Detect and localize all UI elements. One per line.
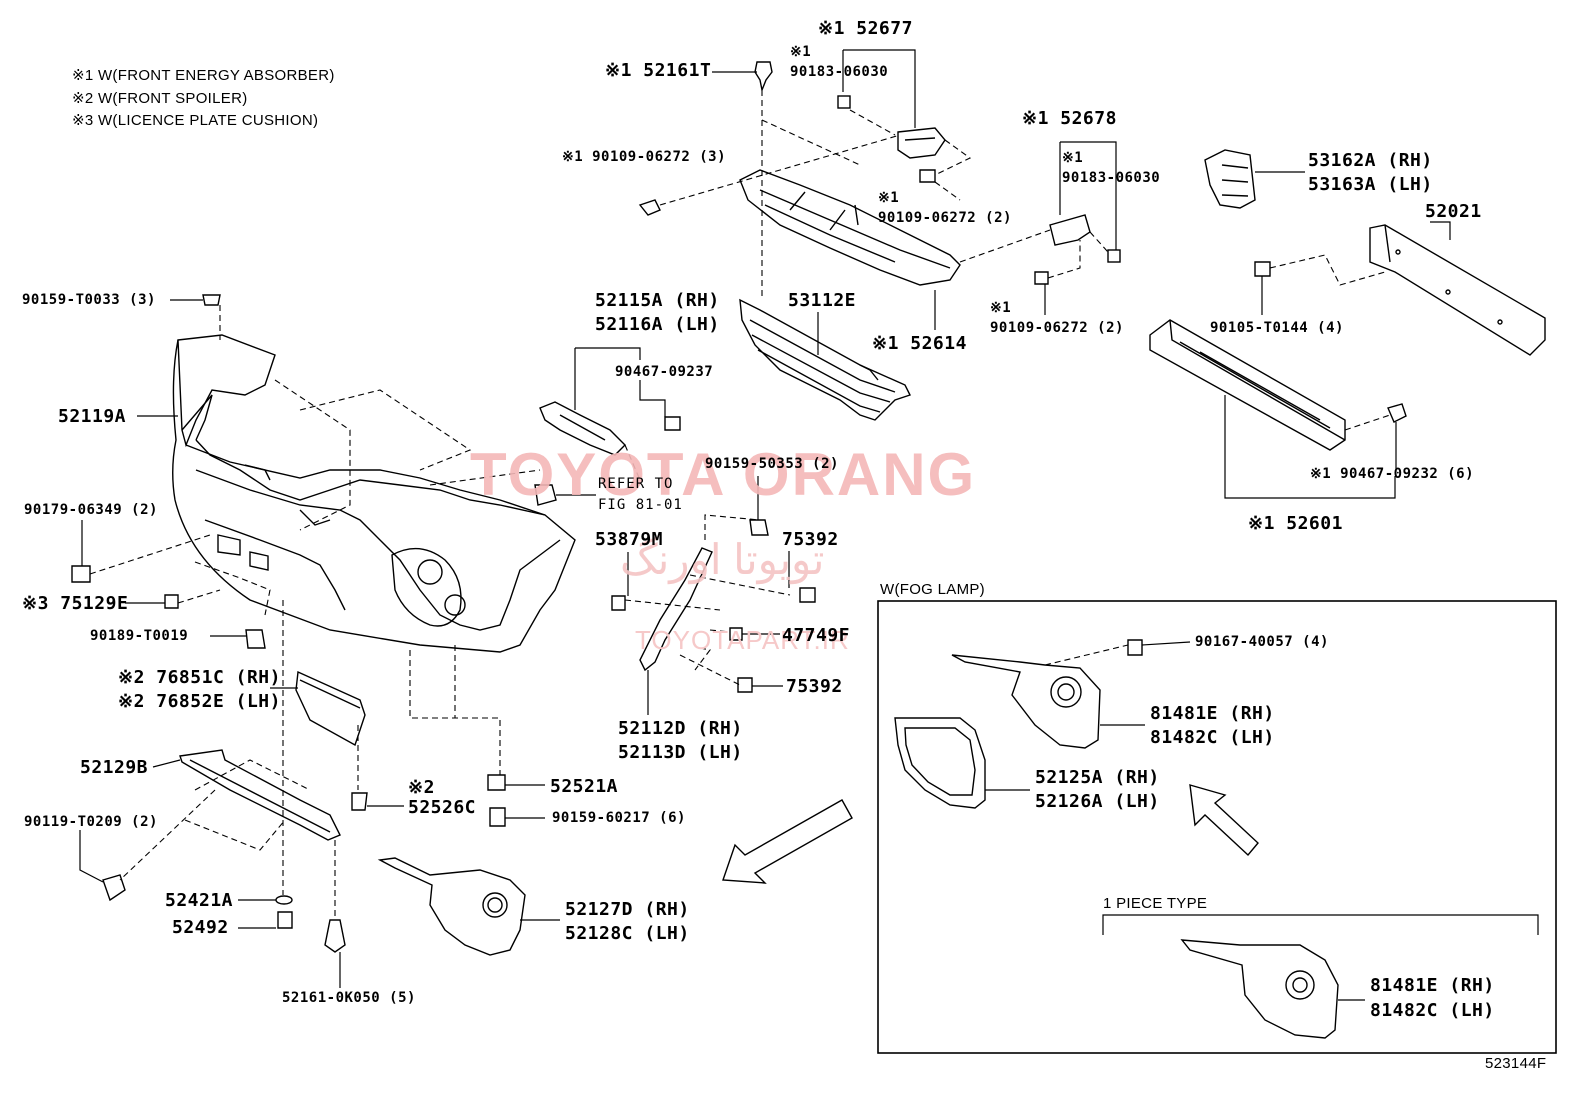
part-label[interactable]: 81482C (LH)	[1370, 1000, 1495, 1021]
part-label[interactable]: 90159-50353 (2)	[705, 456, 839, 472]
part-label[interactable]: 90105-T0144 (4)	[1210, 320, 1344, 336]
note-2: ※2 W(FRONT SPOILER)	[72, 90, 248, 107]
refer-label[interactable]: REFER TO	[598, 476, 674, 492]
part-label[interactable]: 52113D (LH)	[618, 742, 743, 763]
part-label[interactable]: 52128C (LH)	[565, 923, 690, 944]
part-label[interactable]: 52125A (RH)	[1035, 767, 1160, 788]
reinforcement-52021	[1369, 224, 1546, 356]
watermark-farsi: تویوتا اورنگ	[620, 536, 825, 583]
part-label[interactable]: 81481E (RH)	[1370, 975, 1495, 996]
part-label[interactable]: 52161-0K050 (5)	[282, 990, 416, 1006]
part-label[interactable]: 81482C (LH)	[1150, 727, 1275, 748]
fog-lamp-81481E-top	[951, 654, 1101, 749]
part-label[interactable]: 90159-T0033 (3)	[22, 292, 156, 308]
part-label[interactable]: 52421A	[165, 890, 234, 911]
watermark-text: TOYOTA ORANG	[470, 441, 977, 508]
part-label[interactable]: 53163A (LH)	[1308, 174, 1433, 195]
part-label[interactable]: ※2 76851C (RH)	[118, 667, 281, 688]
part-label[interactable]: 90159-60217 (6)	[552, 810, 686, 826]
part-label[interactable]: ※1 52614	[872, 333, 967, 354]
part-label[interactable]: ※1 90183-06030	[1062, 150, 1161, 186]
part-label[interactable]: ※1 52161T	[605, 60, 712, 81]
part-label[interactable]: 52129B	[80, 757, 149, 778]
bracket-52678	[1049, 214, 1121, 263]
part-label[interactable]: 53162A (RH)	[1308, 150, 1433, 171]
side-bracket-52115A	[539, 401, 626, 456]
part-label[interactable]: 52116A (LH)	[595, 314, 720, 335]
watermark-url: TOYOTAPART.IR	[635, 625, 850, 655]
part-label[interactable]: ※1 52601	[1248, 513, 1343, 534]
fasteners	[71, 61, 1407, 953]
part-label[interactable]: ※1 90109-06272 (3)	[562, 149, 727, 165]
bracket-53162A	[1204, 149, 1256, 209]
direction-arrows	[722, 784, 1259, 884]
part-label[interactable]: 90189-T0019	[90, 628, 189, 644]
part-label[interactable]: 47749F	[782, 625, 851, 646]
grille-drawing	[739, 298, 911, 421]
part-label[interactable]: 90467-09237	[615, 364, 714, 380]
part-label[interactable]: 75392	[786, 676, 843, 697]
part-label[interactable]: 52127D (RH)	[565, 899, 690, 920]
assembly-dashed-lines	[89, 90, 1391, 918]
part-label[interactable]: ※2 52526C	[408, 777, 477, 818]
part-label[interactable]: 52112D (RH)	[618, 718, 743, 739]
part-label[interactable]: 90167-40057 (4)	[1195, 634, 1329, 650]
part-label[interactable]: 53879M	[595, 529, 664, 550]
bracket-52677	[837, 95, 946, 159]
piece-type-label: 1 PIECE TYPE	[1103, 895, 1208, 912]
part-label[interactable]: 53112E	[788, 290, 857, 311]
spoiler-76851C	[295, 670, 366, 747]
fog-cover-52127D	[377, 857, 526, 956]
part-label[interactable]: 52119A	[58, 406, 127, 427]
part-label[interactable]: ※2 76852E (LH)	[118, 691, 281, 712]
lower-cover-52129B	[179, 749, 341, 841]
part-label[interactable]: 75392	[782, 529, 839, 550]
refer-label[interactable]: FIG 81-01	[598, 497, 683, 513]
fog-bezel-52125A	[894, 717, 986, 809]
part-label[interactable]: ※1 52677	[818, 18, 913, 39]
part-label[interactable]: 52126A (LH)	[1035, 791, 1160, 812]
energy-absorber-52601	[1149, 319, 1346, 451]
part-label[interactable]: ※1 90109-06272 (2)	[990, 300, 1124, 336]
part-label[interactable]: ※3 75129E	[22, 593, 129, 614]
part-label[interactable]: 90119-T0209 (2)	[24, 814, 158, 830]
figure-code: 523144F	[1485, 1055, 1547, 1072]
trim-strip-52112D	[639, 547, 713, 672]
part-label[interactable]: ※1 90183-06030	[790, 44, 889, 80]
fog-lamp-81481E-piece	[1180, 939, 1339, 1039]
part-label[interactable]: 52115A (RH)	[595, 290, 720, 311]
leader-lines	[79, 49, 1539, 1001]
note-3: ※3 W(LICENCE PLATE CUSHION)	[72, 112, 319, 129]
part-label[interactable]: 81481E (RH)	[1150, 703, 1275, 724]
part-label[interactable]: 52492	[172, 917, 229, 938]
part-label[interactable]: ※1 52678	[1022, 108, 1117, 129]
inset-title: W(FOG LAMP)	[880, 581, 985, 598]
part-label[interactable]: 52021	[1425, 201, 1482, 222]
upper-grille-drawing	[739, 169, 961, 286]
part-label[interactable]: 90179-06349 (2)	[24, 502, 158, 518]
note-1: ※1 W(FRONT ENERGY ABSORBER)	[72, 67, 335, 84]
part-label[interactable]: ※1 90467-09232 (6)	[1310, 466, 1475, 482]
fog-lamp-inset-frame	[877, 600, 1557, 1054]
part-label[interactable]: ※1 90109-06272 (2)	[878, 190, 1012, 226]
bumper-cover-drawing	[172, 334, 576, 653]
part-label[interactable]: 52521A	[550, 776, 619, 797]
